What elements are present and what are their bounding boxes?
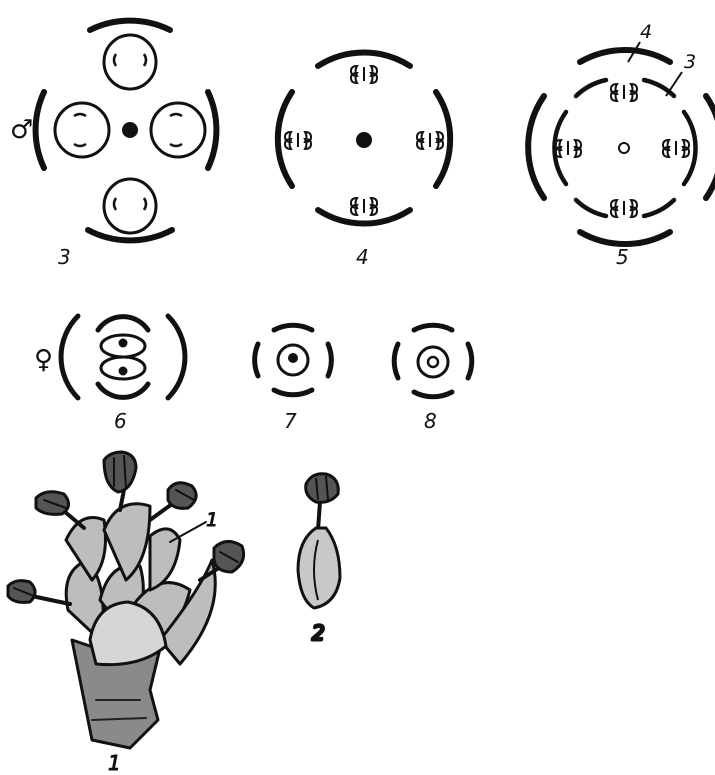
rudimentary-pistil — [122, 122, 138, 138]
panel-7-label: 7 — [284, 409, 297, 433]
panel-3-label: 3 — [58, 245, 71, 269]
panel-6-female-flower-diagram: ♀ 6 — [34, 316, 185, 433]
male-symbol: ♂ — [10, 115, 33, 145]
perianth-arc — [394, 325, 472, 397]
ovary — [418, 347, 448, 377]
ovary — [101, 335, 145, 379]
panel-8-floral-diagram: 8 — [394, 325, 472, 433]
anther-group — [555, 84, 689, 217]
callout-pointer: 1 — [206, 509, 218, 531]
central-pistil — [619, 143, 629, 153]
ovule — [428, 357, 438, 367]
panel-5-floral-diagram: 4 3 5 — [528, 21, 715, 269]
ovule — [288, 353, 298, 363]
callout-outer-perianth: 4 — [640, 21, 652, 43]
central-pistil — [356, 132, 372, 148]
panel-2-label: 2 — [312, 621, 325, 645]
panel-5-label: 5 — [616, 245, 629, 269]
panel-6-label: 6 — [114, 409, 127, 433]
perianth — [298, 528, 340, 608]
female-symbol: ♀ — [34, 345, 53, 375]
panel-8-label: 8 — [424, 409, 437, 433]
panel-3-male-flower-diagram: ♂ 3 — [10, 21, 216, 269]
panel-1-inflorescence-drawing: 1 1 — [8, 452, 244, 775]
panel-4-label: 4 — [356, 245, 369, 269]
filament — [318, 502, 320, 530]
callout-inner-perianth: 3 — [684, 51, 696, 73]
panel-7-floral-diagram: 7 — [255, 325, 332, 433]
panel-4-floral-diagram: 4 — [278, 52, 450, 269]
anther — [306, 474, 339, 503]
panel-1-label: 1 — [108, 751, 121, 775]
panel-2-single-flower-drawing: 2 — [298, 474, 340, 645]
